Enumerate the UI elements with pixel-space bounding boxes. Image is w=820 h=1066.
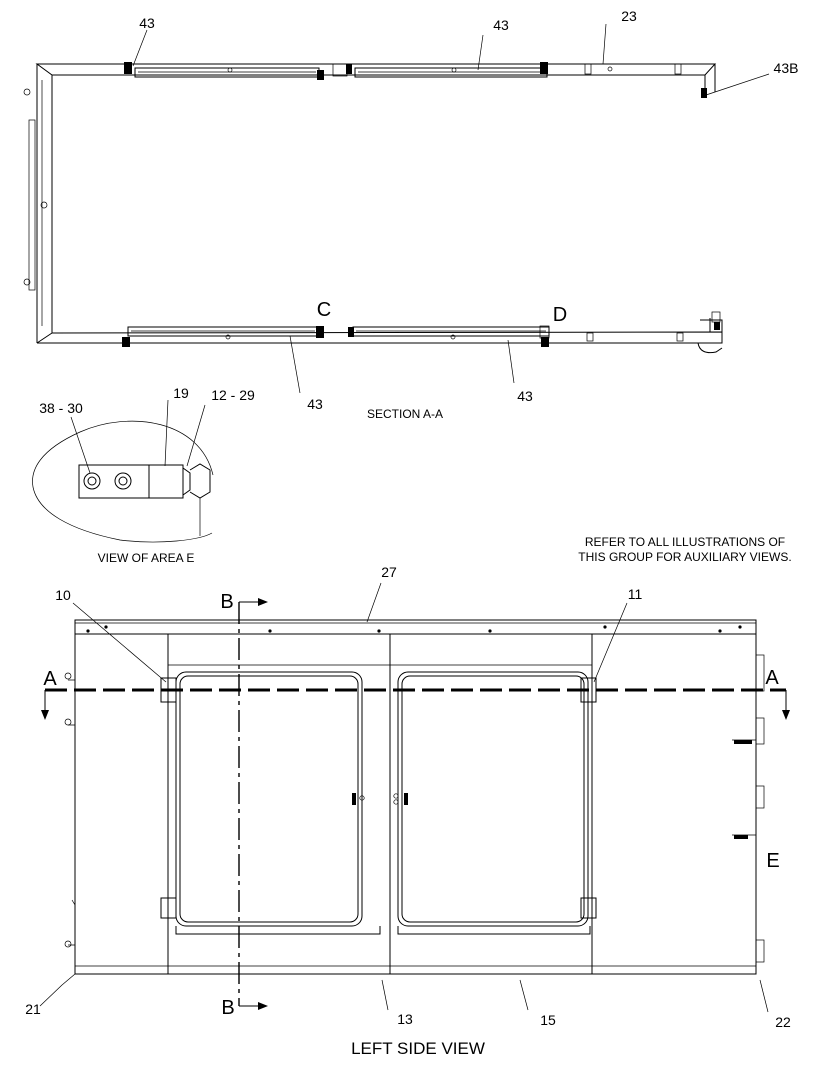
note-line-1: REFER TO ALL ILLUSTRATIONS OF [585, 535, 785, 549]
callout-11: 11 [628, 586, 643, 602]
callout-10: 10 [55, 587, 71, 603]
letter-d: D [553, 304, 567, 326]
callout-38-30: 38 - 30 [39, 400, 83, 416]
stiffener-top-1 [134, 67, 320, 78]
callout-43-bottom-right: 43 [517, 388, 533, 404]
letter-e: E [766, 850, 779, 872]
letter-c: C [317, 299, 331, 321]
door-left [168, 664, 390, 935]
section-a-a-view [23, 62, 723, 354]
stiffener-bottom-2 [352, 326, 550, 337]
caption-left-side-view: LEFT SIDE VIEW [351, 1039, 485, 1058]
stiffener-top-2 [354, 67, 548, 78]
letter-b-bottom: B [221, 997, 234, 1019]
letter-b-top: B [220, 591, 233, 613]
callout-43b: 43B [774, 60, 799, 76]
letter-a-right: A [765, 667, 779, 689]
letter-a-left: A [43, 668, 57, 690]
callout-43-top-mid: 43 [493, 17, 509, 33]
stiffener-bottom-1 [127, 326, 319, 337]
callout-12-29: 12 - 29 [211, 387, 255, 403]
callout-43-top-left: 43 [139, 15, 155, 31]
callout-15: 15 [540, 1012, 556, 1028]
callout-43-bottom-left: 43 [307, 396, 323, 412]
callout-22: 22 [775, 1014, 791, 1030]
caption-view-of-area-e: VIEW OF AREA E [98, 551, 195, 565]
callout-27: 27 [381, 564, 397, 580]
callout-13: 13 [397, 1011, 413, 1027]
note-line-2: THIS GROUP FOR AUXILIARY VIEWS. [578, 550, 791, 564]
callout-19: 19 [173, 385, 189, 401]
callout-21: 21 [25, 1001, 41, 1017]
caption-section-a-a: SECTION A-A [367, 407, 443, 421]
callout-23: 23 [621, 8, 637, 24]
view-of-area-e [32, 420, 214, 543]
door-right [390, 664, 592, 935]
left-side-view [64, 619, 765, 975]
